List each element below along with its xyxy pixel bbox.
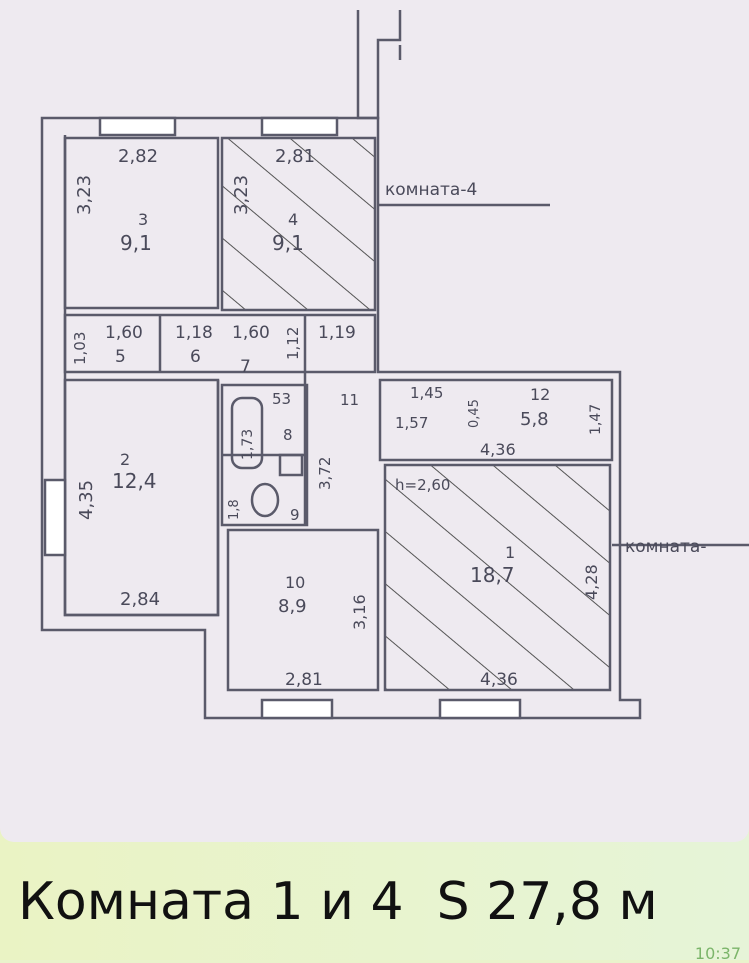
room-number: 8 xyxy=(283,426,293,444)
room-number: 2 xyxy=(120,450,130,469)
room-number: 11 xyxy=(340,391,359,409)
room-number: 12 xyxy=(530,385,550,404)
dim-label: 1,8 xyxy=(227,499,242,520)
dim-label: 1,60 xyxy=(105,323,143,343)
dim-label: 4,35 xyxy=(76,480,97,520)
dim-label: 4,36 xyxy=(480,670,518,690)
outer-wall xyxy=(40,116,642,720)
dim-label: 53 xyxy=(272,390,291,408)
corridor xyxy=(63,313,377,374)
dim-label: 0,45 xyxy=(467,399,482,428)
dim-label: 1,03 xyxy=(71,332,89,365)
dim-label: 2,84 xyxy=(120,589,160,610)
room-number: 9 xyxy=(290,506,300,524)
room-area: 9,1 xyxy=(272,231,304,255)
room-area: 5,8 xyxy=(520,409,549,430)
dim-label: 3,23 xyxy=(231,175,252,215)
room-area: 18,7 xyxy=(470,563,515,587)
room-10 xyxy=(226,528,380,692)
dim-label: 1,60 xyxy=(232,323,270,343)
room-number: 10 xyxy=(285,573,305,592)
room-1 xyxy=(383,463,612,692)
floor-plan: комната-4 комната- 2,82 3 9,1 3,23 2,81 … xyxy=(40,10,749,720)
room-number: 7 xyxy=(240,357,251,377)
room-number: 4 xyxy=(288,210,298,229)
room-area: 8,9 xyxy=(278,596,307,617)
dim-label: 1,18 xyxy=(175,323,213,343)
dim-label: 3,72 xyxy=(316,457,334,490)
dim-label: 2,81 xyxy=(275,146,315,167)
dim-label: 1,45 xyxy=(410,384,443,402)
room-3 xyxy=(63,136,220,310)
shaft-wall xyxy=(356,10,402,120)
dim-label: 1,12 xyxy=(284,327,302,360)
dim-label: 1,73 xyxy=(240,429,256,460)
dim-label: 2,81 xyxy=(285,670,323,690)
room-number: 1 xyxy=(505,543,515,562)
dim-label: 1,57 xyxy=(395,414,428,432)
callout-room: комната- xyxy=(625,537,706,557)
dim-label: 3,23 xyxy=(74,175,95,215)
room-12 xyxy=(378,378,614,462)
room-number: 6 xyxy=(190,347,201,367)
room-number: 3 xyxy=(138,210,148,229)
dim-label: 1,47 xyxy=(588,404,604,435)
dim-label: 4,36 xyxy=(480,440,516,459)
room-4 xyxy=(220,136,377,312)
room-number: 5 xyxy=(115,347,126,367)
dim-label: 4,28 xyxy=(582,564,601,600)
room-area: 9,1 xyxy=(120,231,152,255)
dim-label: 2,82 xyxy=(118,146,158,167)
ceiling-height: h=2,60 xyxy=(395,476,450,494)
room-area: 12,4 xyxy=(112,469,157,493)
callout-room-4: комната-4 xyxy=(385,180,477,200)
dim-label: 1,19 xyxy=(318,323,356,343)
message-time: 10:37 xyxy=(694,944,741,963)
dim-label: 3,16 xyxy=(350,594,369,630)
message-caption: Комната 1 и 4 S 27,8 м xyxy=(18,872,658,932)
floor-plan-image[interactable]: комната-4 комната- 2,82 3 9,1 3,23 2,81 … xyxy=(0,0,749,842)
